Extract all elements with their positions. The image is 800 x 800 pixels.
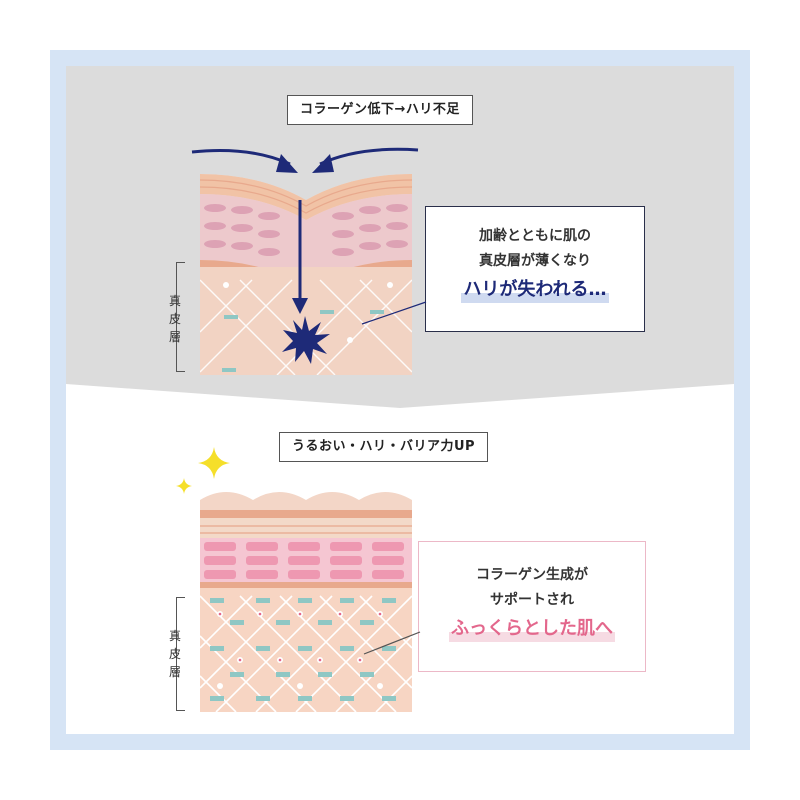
bottom-skin-diagram — [199, 492, 413, 713]
top-dermis-label: 真 皮 層 — [168, 294, 181, 344]
bottom-callout-line1: コラーゲン生成が — [476, 567, 588, 583]
top-callout: 加齢とともに肌の 真皮層が薄くなり ハリが失われる… — [425, 206, 645, 332]
spark-icon — [198, 447, 230, 479]
top-skin-diagram — [200, 174, 412, 375]
damage-burst-icon — [282, 316, 330, 364]
callout-pointer-line — [361, 301, 427, 325]
callout-pointer-line — [363, 631, 421, 655]
bottom-callout: コラーゲン生成が サポートされ ふっくらとした肌へ — [418, 541, 646, 672]
top-callout-line2: 真皮層が薄くなり — [479, 253, 591, 269]
arrow-icon — [191, 147, 419, 314]
bottom-callout-line2: サポートされ — [490, 592, 574, 608]
top-callout-highlight: ハリが失われる… — [461, 277, 609, 303]
bottom-title: うるおい・ハリ・バリア力UP — [279, 432, 489, 462]
bottom-dermis-label: 真 皮 層 — [168, 629, 181, 679]
bottom-callout-highlight: ふっくらとした肌へ — [449, 616, 615, 642]
top-dermis-bracket — [176, 262, 185, 372]
bottom-dermis-bracket — [176, 597, 185, 711]
top-callout-line1: 加齢とともに肌の — [479, 228, 591, 244]
star-icon — [176, 478, 192, 494]
top-title: コラーゲン低下→ハリ不足 — [287, 95, 473, 125]
